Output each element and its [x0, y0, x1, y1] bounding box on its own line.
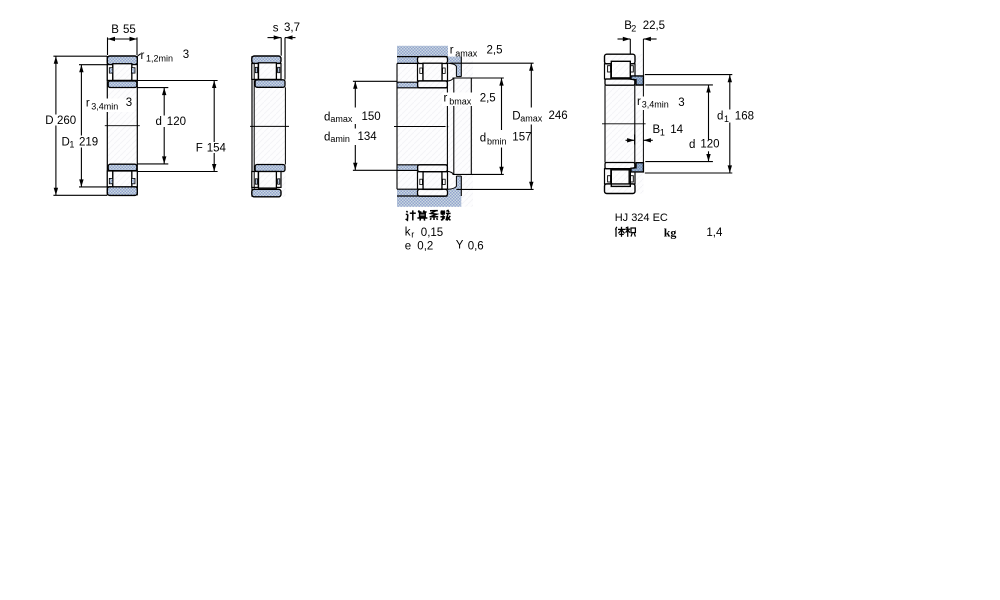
svg-text:14: 14	[670, 124, 683, 136]
svg-text:3,4min: 3,4min	[642, 100, 669, 110]
svg-text:Y: Y	[456, 240, 464, 252]
svg-text:amin: amin	[330, 134, 350, 144]
svg-text:r: r	[450, 45, 454, 57]
svg-text:3,7: 3,7	[284, 22, 300, 34]
svg-text:bmax: bmax	[449, 97, 472, 107]
svg-text:d: d	[156, 116, 162, 128]
svg-text:d: d	[324, 111, 330, 123]
svg-text:r: r	[444, 93, 448, 105]
svg-text:D: D	[512, 111, 520, 123]
svg-text:1,4: 1,4	[706, 227, 723, 239]
svg-text:1,2min: 1,2min	[146, 54, 173, 64]
svg-text:22,5: 22,5	[643, 20, 665, 32]
svg-text:bmin: bmin	[487, 136, 507, 146]
svg-text:120: 120	[700, 139, 719, 151]
svg-text:157: 157	[512, 132, 531, 144]
svg-text:246: 246	[549, 110, 568, 122]
svg-text:260: 260	[57, 115, 76, 127]
svg-text:2,5: 2,5	[480, 92, 496, 104]
svg-text:134: 134	[358, 131, 378, 143]
svg-text:d: d	[717, 110, 723, 122]
svg-text:1: 1	[660, 127, 665, 137]
svg-text:r: r	[86, 97, 90, 109]
svg-text:HJ 324 EC: HJ 324 EC	[615, 212, 668, 224]
svg-text:e: e	[405, 240, 411, 252]
svg-text:3: 3	[126, 97, 132, 109]
svg-text:150: 150	[362, 111, 381, 123]
svg-text:d: d	[324, 131, 330, 143]
svg-text:d: d	[480, 132, 486, 144]
svg-text:168: 168	[735, 110, 754, 122]
svg-text:r: r	[637, 96, 641, 108]
svg-text:55: 55	[123, 24, 136, 36]
svg-text:1: 1	[69, 139, 74, 149]
svg-text:2,5: 2,5	[487, 45, 503, 57]
svg-text:0,6: 0,6	[468, 240, 484, 252]
svg-text:s: s	[273, 22, 279, 34]
svg-text:2: 2	[631, 24, 636, 34]
svg-text:B: B	[653, 124, 661, 136]
svg-text:3,4min: 3,4min	[91, 101, 118, 111]
svg-text:3: 3	[678, 97, 684, 109]
svg-text:amax: amax	[330, 114, 353, 124]
svg-text:0,15: 0,15	[421, 227, 443, 239]
svg-text:120: 120	[167, 116, 186, 128]
svg-text:amax: amax	[455, 48, 478, 58]
svg-text:1: 1	[724, 114, 729, 124]
svg-text:r: r	[411, 229, 414, 239]
svg-text:k: k	[405, 227, 411, 239]
svg-text:0,2: 0,2	[417, 240, 433, 252]
svg-text:3: 3	[183, 49, 189, 61]
svg-text:kg: kg	[664, 226, 677, 240]
svg-text:F: F	[196, 142, 203, 154]
svg-text:B: B	[111, 24, 119, 36]
svg-text:154: 154	[207, 142, 227, 154]
svg-text:D: D	[45, 115, 53, 127]
svg-text:d: d	[689, 139, 695, 151]
svg-text:r: r	[141, 50, 145, 62]
svg-text:D: D	[62, 136, 70, 148]
svg-text:B: B	[624, 20, 632, 32]
svg-text:amax: amax	[520, 114, 543, 124]
svg-text:219: 219	[79, 136, 98, 148]
